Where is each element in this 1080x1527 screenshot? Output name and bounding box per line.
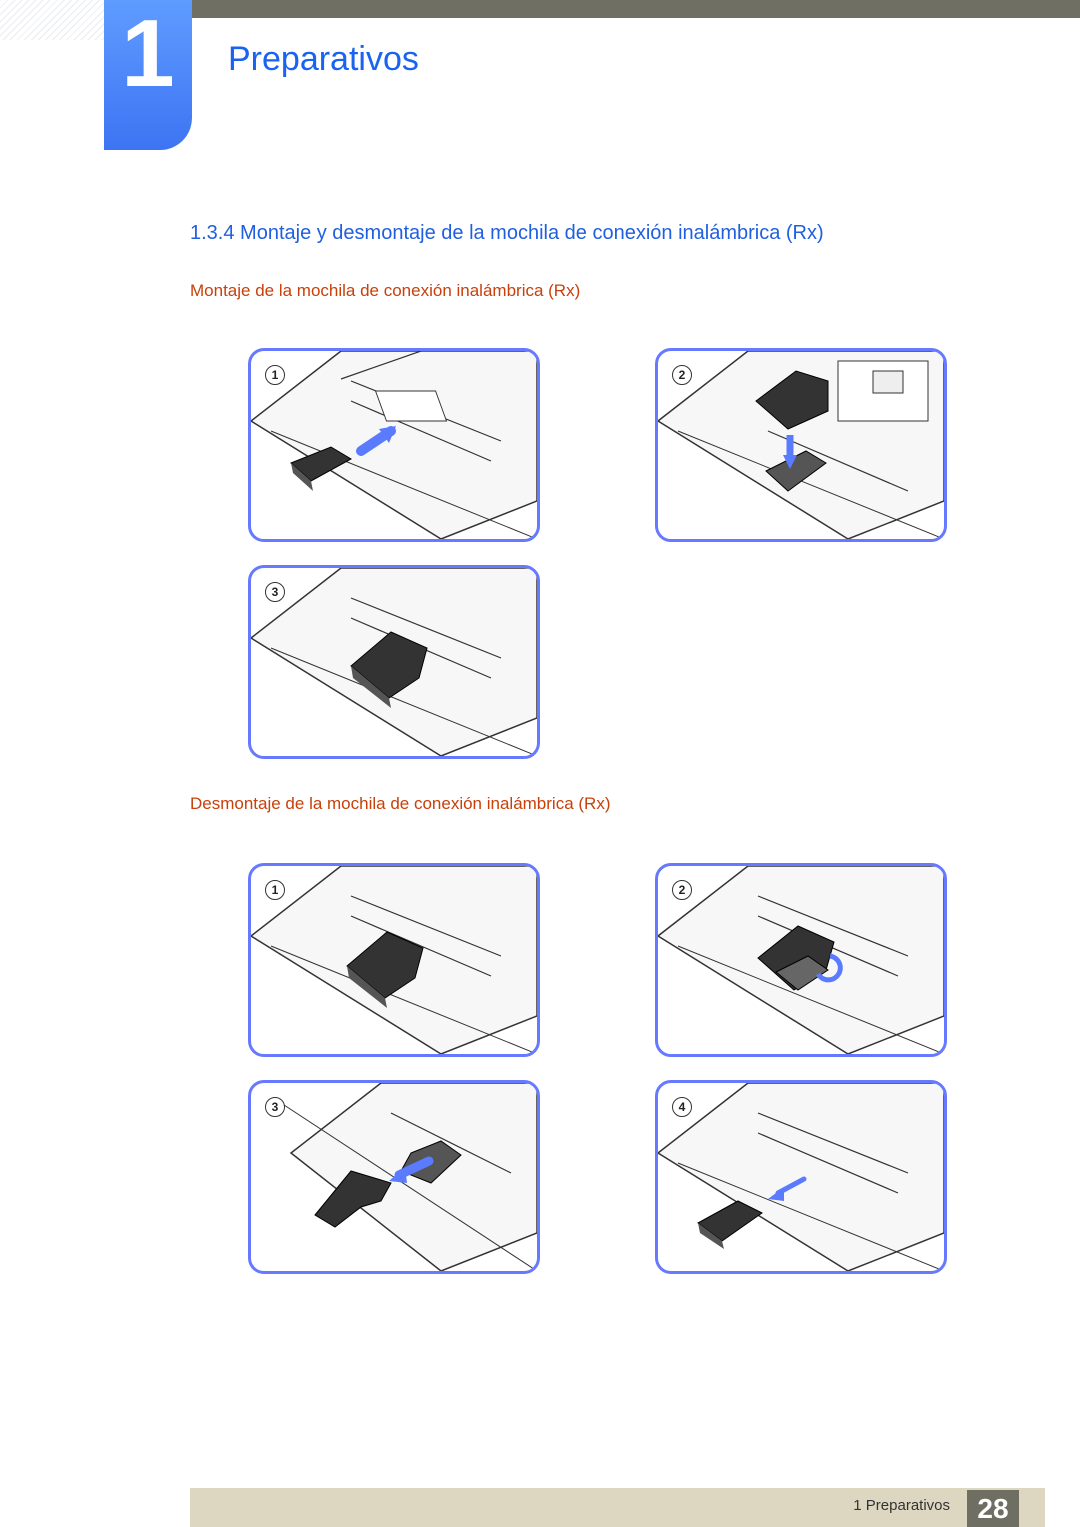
step-number-badge: 2: [672, 365, 692, 385]
step-number-badge: 4: [672, 1097, 692, 1117]
unmount-step-3-illustration: 3: [248, 1080, 540, 1274]
step-number-badge: 3: [265, 1097, 285, 1117]
footer-bar: [190, 1488, 1045, 1527]
page-number: 28: [967, 1490, 1019, 1527]
step-number-badge: 1: [265, 880, 285, 900]
unmount-step-2-illustration: 2: [655, 863, 947, 1057]
step-number-badge: 2: [672, 880, 692, 900]
step-number-badge: 1: [265, 365, 285, 385]
unmount-step-4-illustration: 4: [655, 1080, 947, 1274]
mount-step-1-illustration: 1: [248, 348, 540, 542]
mount-heading: Montaje de la mochila de conexión inalám…: [190, 281, 581, 300]
footer-chapter-label: 1 Preparativos: [853, 1497, 950, 1514]
mount-step-3-illustration: 3: [248, 565, 540, 759]
corner-hatch-decoration: [0, 0, 120, 40]
section-title: 1.3.4 Montaje y desmontaje de la mochila…: [190, 222, 824, 244]
step-number-badge: 3: [265, 582, 285, 602]
chapter-number-tab: 1: [104, 0, 192, 150]
chapter-title: Preparativos: [228, 40, 419, 78]
unmount-heading: Desmontaje de la mochila de conexión ina…: [190, 794, 611, 813]
mount-step-2-illustration: 2: [655, 348, 947, 542]
unmount-step-1-illustration: 1: [248, 863, 540, 1057]
header-bar: [190, 0, 1080, 18]
